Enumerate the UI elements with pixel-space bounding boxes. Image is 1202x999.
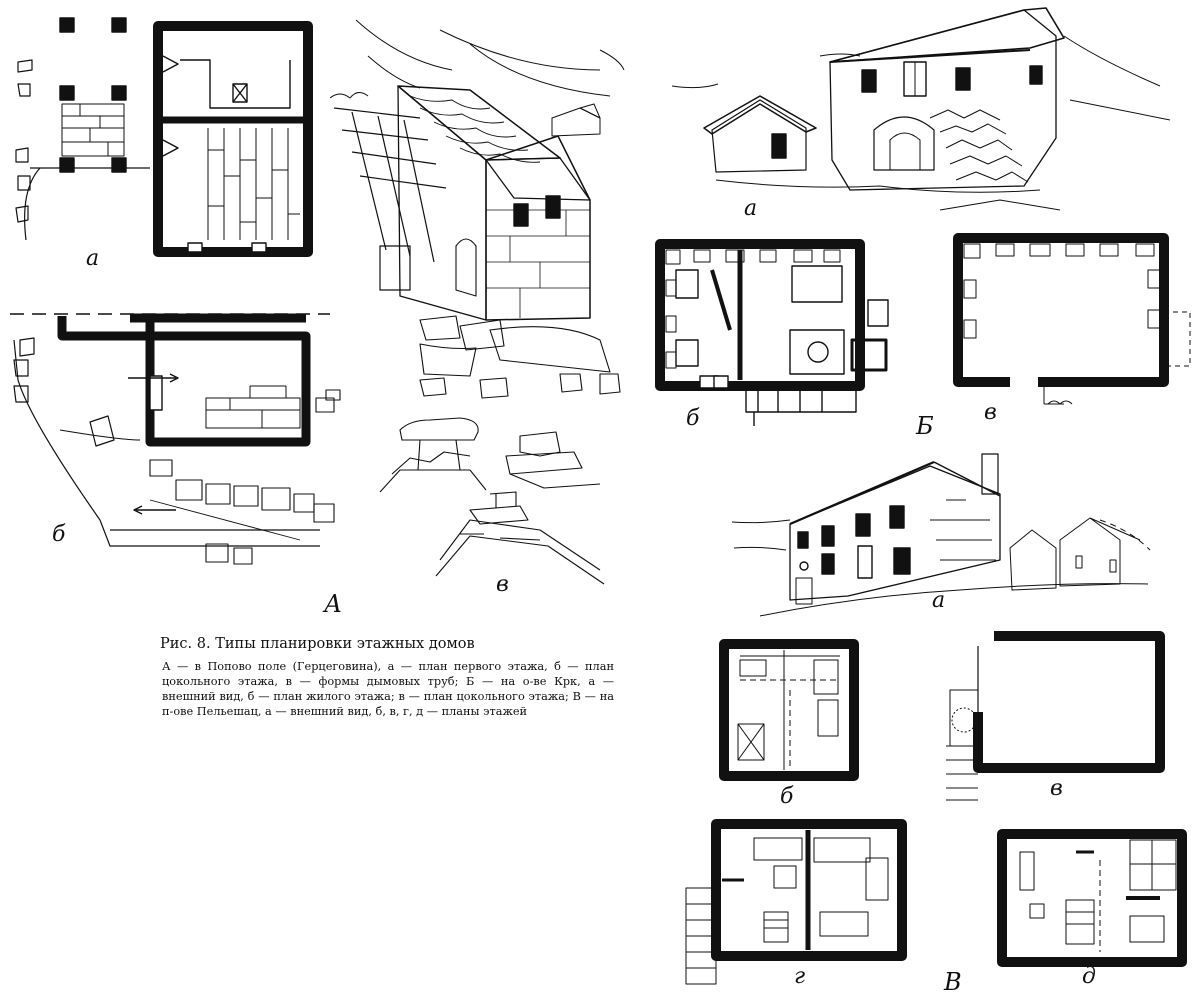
v-house-exterior	[731, 453, 1151, 617]
b-basement-label: в	[984, 400, 997, 425]
plan-a-pillars	[15, 17, 150, 241]
b-house-exterior	[671, 7, 1171, 211]
v-plan-d-label: д	[1082, 964, 1096, 989]
plan-a-basement	[10, 313, 341, 565]
a-chimneys-label: в	[496, 572, 509, 597]
v-exterior-label: а	[932, 588, 946, 613]
a-plan-first-floor-label: а	[86, 246, 100, 271]
v-plan-v-label: в	[1050, 776, 1063, 801]
v-plan-g-label: г	[794, 964, 806, 989]
a-plan-basement-label: б	[52, 522, 66, 547]
v-plan-b	[719, 639, 859, 781]
b-plan-basement	[953, 233, 1191, 405]
v-plan-b-label: б	[780, 784, 794, 809]
v-plan-g	[685, 819, 907, 985]
b-group-label: Б	[916, 412, 934, 440]
a-house-perspective	[329, 19, 625, 399]
a-chimneys	[379, 417, 605, 585]
v-group-label: В	[944, 968, 962, 996]
figure-caption: А — в Попово поле (Герцеговина), а — пла…	[162, 660, 614, 718]
b-plan-living-floor	[655, 239, 889, 426]
b-living-floor-label: б	[686, 406, 700, 431]
plan-a-first-floor	[153, 21, 313, 257]
a-group-label: А	[324, 590, 343, 618]
v-plan-v	[946, 631, 1165, 801]
b-exterior-label: а	[744, 196, 758, 221]
figure-title: Рис. 8. Типы планировки этажных домов	[160, 636, 475, 652]
v-plan-d	[997, 829, 1187, 967]
